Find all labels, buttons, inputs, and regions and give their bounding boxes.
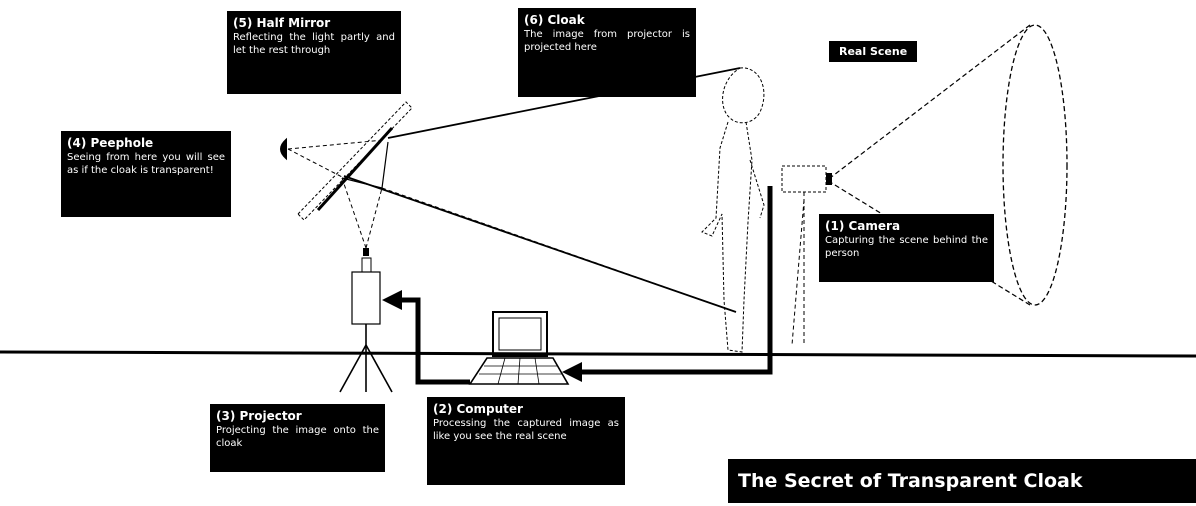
cloak-desc: The image from projector is projected he… bbox=[524, 29, 690, 53]
person-figure bbox=[701, 67, 765, 353]
half-mirror-glass bbox=[297, 101, 413, 221]
projector-label: (3) Projector Projecting the image onto … bbox=[210, 404, 385, 472]
person-head bbox=[722, 67, 765, 124]
real-scene-cone bbox=[829, 24, 1068, 306]
arrow-icon bbox=[562, 362, 582, 382]
camera-label: (1) Camera Capturing the scene behind th… bbox=[819, 214, 994, 282]
real-scene-ray-top bbox=[829, 24, 1031, 179]
camera-body bbox=[781, 165, 827, 193]
laptop-key-col bbox=[534, 357, 540, 385]
camera-leg bbox=[791, 199, 805, 346]
projector-icon bbox=[351, 248, 381, 325]
real-scene-label: Real Scene bbox=[829, 41, 918, 62]
laptop-key-col bbox=[517, 357, 521, 385]
projector-body bbox=[351, 271, 381, 325]
ground-line bbox=[0, 350, 1196, 358]
laptop-icon bbox=[468, 311, 570, 385]
eye-icon bbox=[280, 137, 287, 161]
tripod-leg bbox=[365, 344, 393, 393]
peephole-label: (4) Peephole Seeing from here you will s… bbox=[61, 131, 231, 217]
camera-desc: Capturing the scene behind the person bbox=[825, 235, 988, 259]
camera-icon bbox=[781, 165, 832, 346]
half-mirror-surface bbox=[316, 126, 394, 212]
person-body bbox=[701, 121, 753, 353]
projected-beam-bottom bbox=[343, 175, 737, 313]
tripod-leg bbox=[339, 344, 367, 393]
camera-to-computer-cable bbox=[575, 186, 773, 375]
computer-label: (2) Computer Processing the captured ima… bbox=[427, 397, 625, 485]
diagram-title-banner: The Secret of Transparent Cloak bbox=[728, 459, 1196, 503]
cloak-title: (6) Cloak bbox=[524, 13, 585, 27]
half-mirror-title: (5) Half Mirror bbox=[233, 16, 331, 30]
peephole-title: (4) Peephole bbox=[67, 136, 154, 150]
camera-lens bbox=[826, 173, 832, 185]
half-mirror-label: (5) Half Mirror Reflecting the light par… bbox=[227, 11, 401, 94]
projector-title: (3) Projector bbox=[216, 409, 302, 423]
person-arm bbox=[749, 159, 765, 219]
sight-line bbox=[287, 148, 345, 179]
half-mirror-icon bbox=[297, 101, 413, 221]
projector-ray bbox=[341, 177, 367, 249]
computer-title: (2) Computer bbox=[433, 402, 523, 416]
laptop-key-col bbox=[497, 357, 506, 385]
computer-desc: Processing the captured image as like yo… bbox=[433, 418, 619, 442]
projector-lens bbox=[361, 257, 372, 273]
real-scene-ray-bottom bbox=[829, 181, 1031, 306]
laptop-screen-inner bbox=[498, 317, 542, 351]
arrow-icon bbox=[382, 290, 402, 310]
camera-title: (1) Camera bbox=[825, 219, 901, 233]
tripod-icon bbox=[339, 324, 393, 393]
projector-desc: Projecting the image onto the cloak bbox=[216, 425, 379, 449]
laptop-screen bbox=[492, 311, 548, 357]
cloak-label: (6) Cloak The image from projector is pr… bbox=[518, 8, 696, 97]
half-mirror-desc: Reflecting the light partly and let the … bbox=[233, 32, 395, 56]
reflection-triangle bbox=[341, 141, 389, 189]
real-scene-ellipse bbox=[1002, 24, 1068, 306]
sight-line bbox=[287, 139, 385, 150]
projector-ray bbox=[365, 187, 383, 249]
laptop-keyboard bbox=[468, 357, 570, 385]
peephole-desc: Seeing from here you will see as if the … bbox=[67, 152, 225, 176]
projector-lens-tip bbox=[363, 248, 369, 256]
computer-to-projector-cable bbox=[400, 297, 470, 385]
